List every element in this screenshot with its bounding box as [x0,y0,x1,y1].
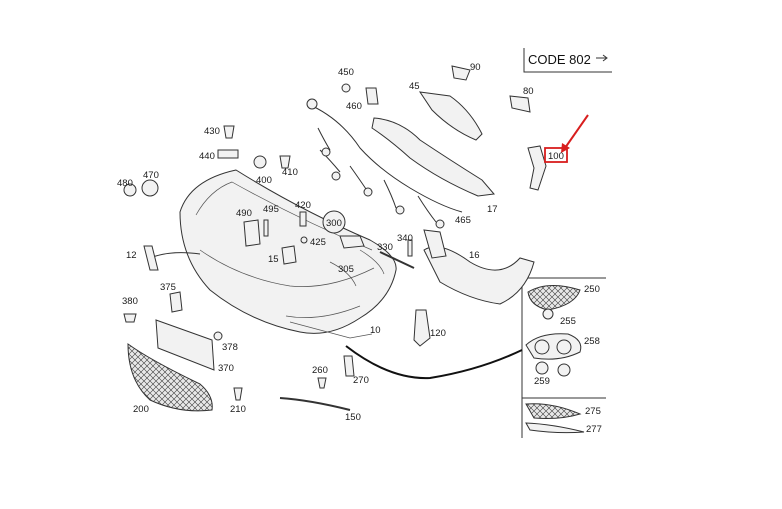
callout-258: 258 [584,336,600,347]
callout-378: 378 [222,342,238,353]
bracket-120 [413,309,431,347]
callout-210: 210 [230,404,246,415]
callout-380: 380 [122,296,138,307]
inset-panel [521,277,606,438]
strip-330 [379,251,415,269]
callout-277: 277 [586,424,602,435]
callout-200: 200 [133,404,149,415]
part-100 [527,145,547,191]
callout-465: 465 [455,215,471,226]
bolt-430 [223,125,235,139]
callout-400: 400 [256,175,272,186]
side-bracket-16 [423,246,535,305]
callout-259: 259 [534,376,550,387]
part-375 [169,291,183,313]
fog-grille-250 [527,285,581,311]
fog-bezel-258 [525,333,582,360]
part-80 [509,95,531,113]
callout-275: 275 [585,406,601,417]
ring-480 [123,183,137,197]
callout-15: 15 [268,254,279,265]
grille-200 [127,343,213,412]
washer-425 [300,236,308,244]
callout-440: 440 [199,151,215,162]
bolt-210 [233,387,243,401]
callout-460: 460 [346,101,362,112]
part-90 [451,65,471,81]
upper-support-17 [371,117,495,197]
callout-120: 120 [430,328,446,339]
callout-255: 255 [560,316,576,327]
part-270 [343,355,355,377]
callout-375: 375 [160,282,176,293]
callout-90: 90 [470,62,481,73]
callout-150: 150 [345,412,361,423]
clip-440 [217,149,239,159]
callout-410: 410 [282,167,298,178]
callout-470: 470 [143,170,159,181]
callout-430: 430 [204,126,220,137]
callout-45: 45 [409,81,420,92]
part-15 [281,245,297,265]
part-490 [243,219,261,247]
bracket-12 [143,245,159,271]
fog-lamp-259 [535,361,549,375]
callout-12: 12 [126,250,137,261]
arrow-right-icon [596,54,608,62]
bolt-260 [317,377,327,389]
bracket-45 [418,91,483,141]
callout-100: 100 [548,151,564,162]
callout-270: 270 [353,375,369,386]
callout-300: 300 [326,218,342,229]
callout-425: 425 [310,237,326,248]
fog-light-255 [542,308,554,320]
wiring-harness [306,98,463,229]
callout-370: 370 [218,363,234,374]
sensor-470 [141,179,159,197]
callout-250: 250 [584,284,600,295]
drl-strip-277 [525,422,585,434]
callout-330: 330 [377,242,393,253]
callout-340: 340 [397,233,413,244]
code-label: CODE 802 [528,52,591,67]
callout-450: 450 [338,67,354,78]
part-495 [263,219,269,237]
part-378 [213,331,223,341]
callout-495: 495 [263,204,279,215]
callout-80: 80 [523,86,534,97]
part-300 [322,210,346,234]
bolt-410 [279,155,291,169]
part-460 [365,87,379,105]
callout-305: 305 [338,264,354,275]
leader-line-right [345,345,523,380]
callout-100-highlight [544,147,568,163]
drl-275 [525,403,582,419]
callout-16: 16 [469,250,480,261]
bolt-380 [123,313,137,323]
plate-370 [155,319,215,371]
callout-420: 420 [295,200,311,211]
code-box: CODE 802 [523,48,612,73]
trim-150 [279,397,351,411]
callout-17: 17 [487,204,498,215]
bolt-420 [299,211,307,227]
callout-10: 10 [370,325,381,336]
sensor-400 [253,155,267,169]
callout-480: 480 [117,178,133,189]
callout-490: 490 [236,208,252,219]
callout-labels: 10 12 15 16 17 45 80 90 100 120 150 200 … [117,62,602,435]
part-450 [341,83,351,93]
part-340 [407,239,413,257]
callout-260: 260 [312,365,328,376]
